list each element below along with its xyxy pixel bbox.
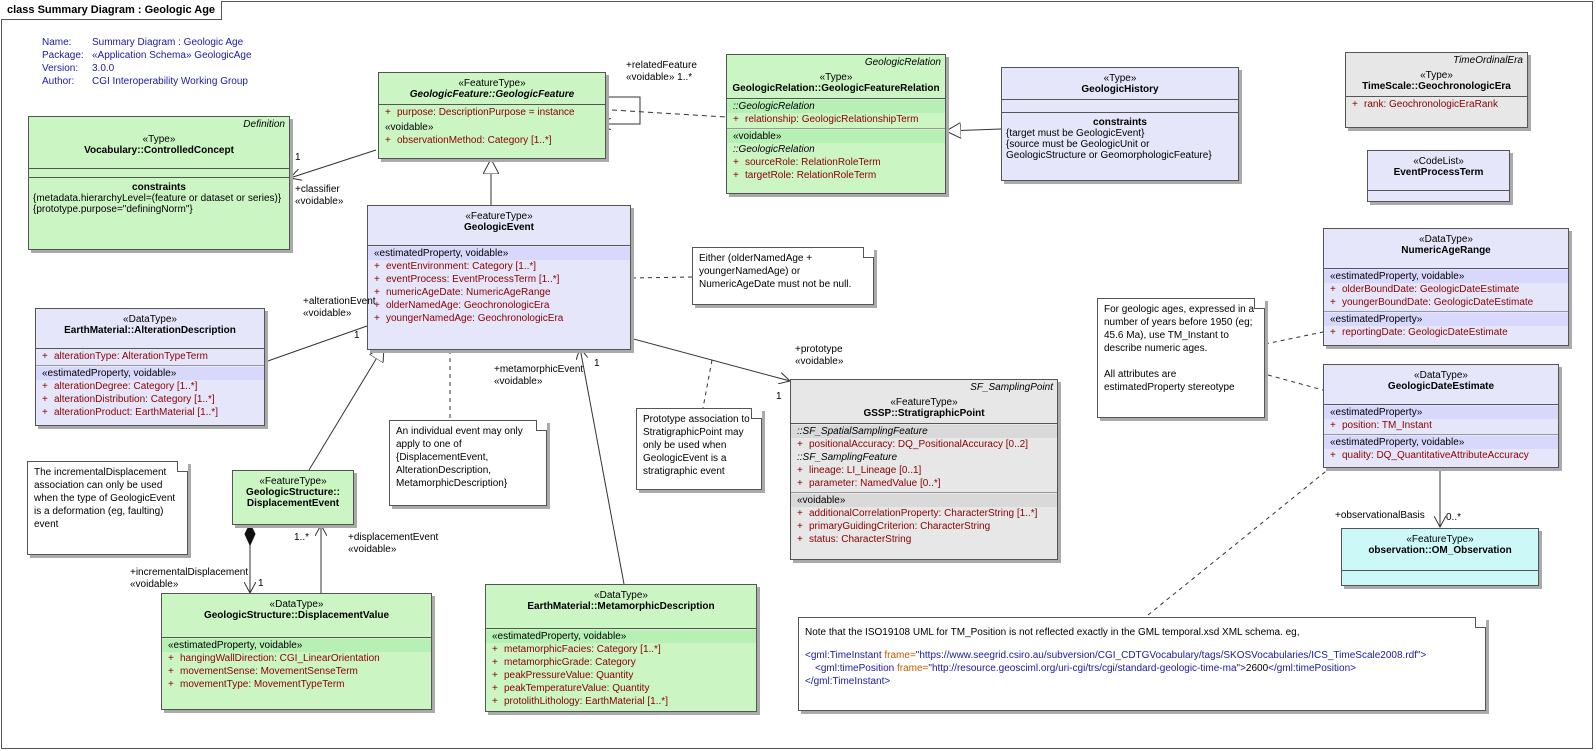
note-link-either [631, 276, 693, 279]
class-alteration-description[interactable]: «DataType» EarthMaterial::AlterationDesc… [35, 308, 265, 426]
class-geologic-history[interactable]: «Type» GeologicHistory constraints {targ… [1001, 67, 1239, 181]
class-geochronologic-era[interactable]: TimeOrdinalEra «Type» TimeScale::Geochro… [1345, 52, 1528, 128]
note-iso19108: Note that the ISO19108 UML for TM_Positi… [798, 617, 1486, 711]
relation-dependency [611, 109, 727, 118]
related-feature-association [600, 96, 641, 124]
label-metamorphic-mult: 1 [594, 358, 600, 369]
class-om-observation[interactable]: «FeatureType» observation::OM_Observatio… [1341, 528, 1539, 586]
diagram-title: class Summary Diagram : Geologic Age [1, 1, 223, 20]
class-geologic-event[interactable]: «FeatureType» GeologicEvent «estimatedPr… [367, 205, 631, 350]
note-either-age: Either (olderNamedAge +youngerNamedAge) … [692, 247, 874, 305]
class-geologic-feature[interactable]: «FeatureType» GeologicFeature::GeologicF… [378, 72, 606, 159]
class-metamorphic-description[interactable]: «DataType» EarthMaterial::MetamorphicDes… [485, 584, 757, 712]
class-stratigraphic-point[interactable]: SF_SamplingPoint «FeatureType» GSSP::Str… [790, 379, 1058, 560]
label-displacement-event: +displacementEvent«voidable» [348, 532, 439, 555]
metamorphic-association [580, 348, 625, 585]
classifier-association [290, 149, 377, 178]
label-incremental-mult: 1 [258, 578, 264, 589]
note-link-iso [1147, 467, 1331, 616]
label-prototype: +prototype«voidable» [795, 344, 844, 367]
note-link-ages-1 [1264, 331, 1324, 345]
alteration-association [264, 325, 368, 363]
note-link-prototype [702, 359, 713, 409]
label-metamorphic-event: +metamorphicEvent«voidable» [494, 364, 584, 387]
label-related-feature: +relatedFeature«voidable» 1..* [626, 60, 697, 83]
class-geologic-date-estimate[interactable]: «DataType» GeologicDateEstimate «estimat… [1323, 364, 1559, 468]
history-generalization [946, 129, 1002, 131]
class-numeric-age-range[interactable]: «DataType» NumericAgeRange «estimatedPro… [1323, 228, 1569, 346]
class-event-process-term[interactable]: «CodeList» EventProcessTerm [1367, 150, 1510, 202]
label-observational-mult: 0..* [1446, 512, 1462, 523]
label-observational-basis: +observationalBasis [1335, 510, 1425, 521]
class-controlled-concept[interactable]: Definition «Type» Vocabulary::Controlled… [28, 116, 290, 250]
label-prototype-mult: 1 [776, 391, 782, 402]
label-alteration-event: +alterationEvent«voidable» [303, 296, 376, 319]
diagram-metadata: Name:Summary Diagram : Geologic Age Pack… [42, 37, 252, 87]
label-classifier: +classifier«voidable» [295, 184, 344, 207]
prototype-association [629, 337, 790, 381]
label-classifier-mult: 1 [295, 152, 301, 163]
label-incremental: +incrementalDisplacement«voidable» [130, 567, 249, 590]
class-displacement-value[interactable]: «DataType» GeologicStructure::Displaceme… [161, 593, 432, 710]
class-displacement-event[interactable]: «FeatureType» GeologicStructure:: Displa… [232, 470, 354, 525]
note-link-ages-2 [1267, 374, 1324, 391]
displacement-generalization [308, 346, 384, 471]
label-displacement-mult: 1..* [294, 532, 310, 543]
class-geologic-relation[interactable]: GeologicRelation «Type» GeologicRelation… [726, 54, 946, 194]
label-alteration-mult: 1 [354, 330, 360, 341]
